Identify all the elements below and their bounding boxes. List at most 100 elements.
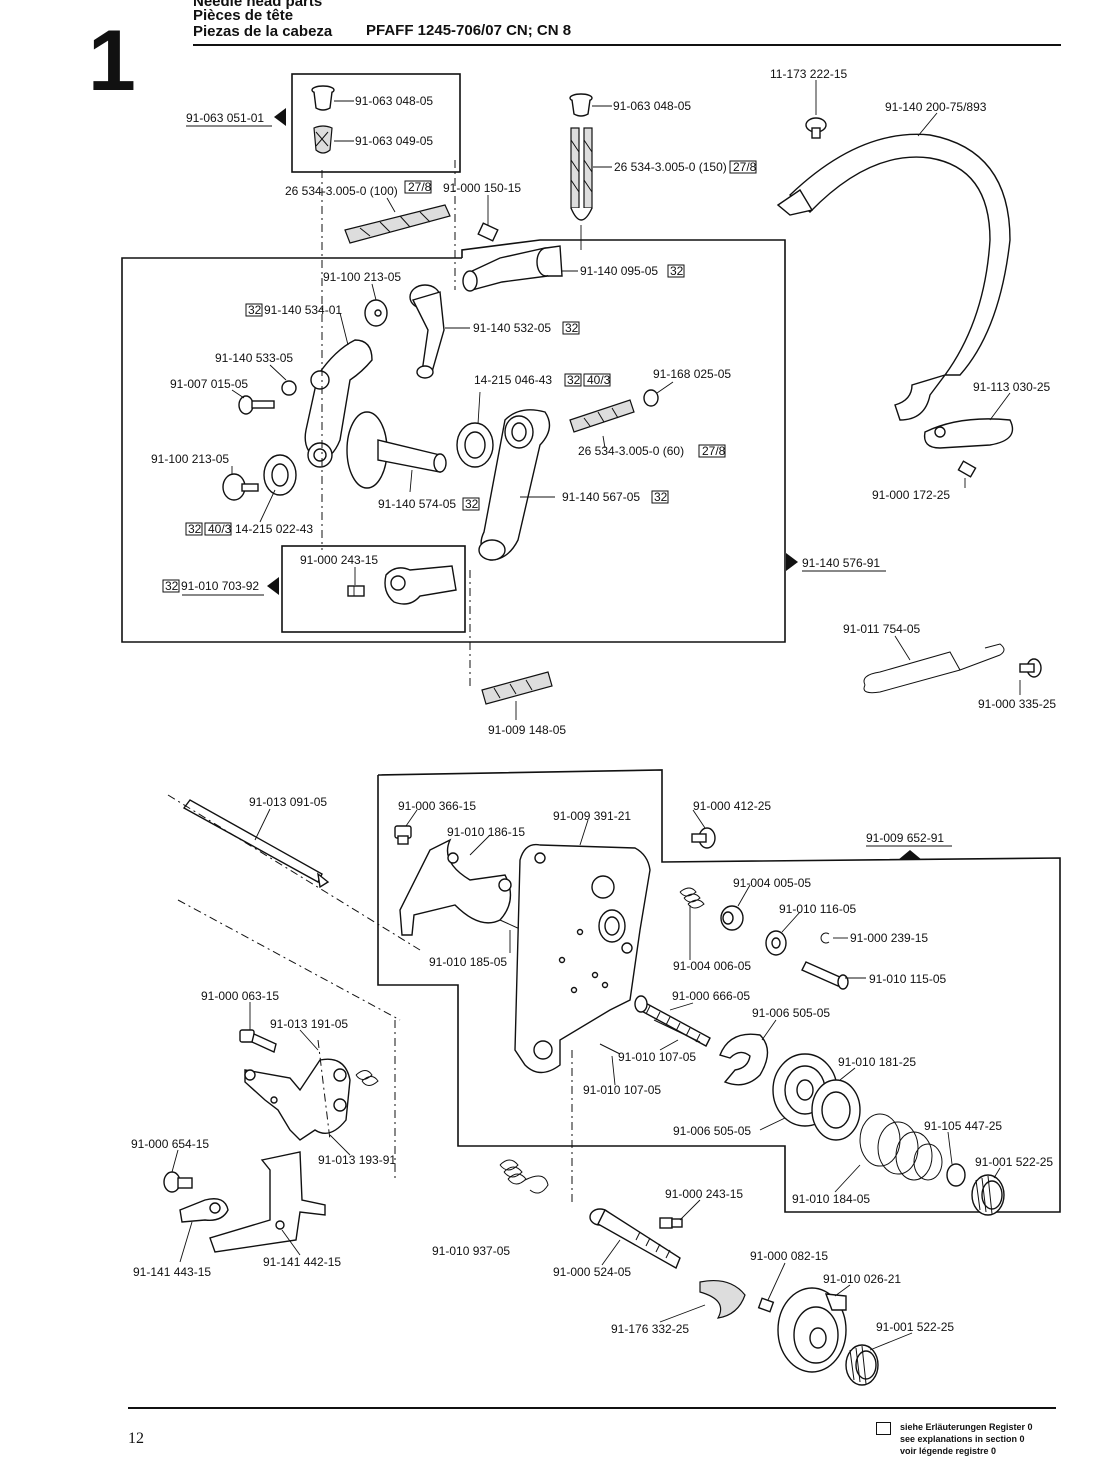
section-badge: 27/8	[698, 444, 726, 458]
section-badge: 40/3	[204, 522, 232, 536]
part-label: 91-000 366-15	[398, 799, 476, 813]
part-label: 91-010 184-05	[792, 1192, 870, 1206]
part-label: 91-010 937-05	[432, 1244, 510, 1258]
base-plate-part	[514, 843, 651, 1074]
bushing-part	[311, 85, 335, 111]
needle-bar-clamp-part	[384, 565, 457, 605]
section-badge: 32	[667, 264, 685, 278]
tension-spring-part	[859, 1113, 943, 1181]
screw-part	[163, 1171, 193, 1193]
title-spanish: Piezas de la cabeza	[193, 23, 333, 40]
pin-part	[801, 961, 849, 990]
screw-part	[691, 827, 716, 849]
bracket-part	[244, 1058, 351, 1141]
shoulder-screw-part	[222, 473, 259, 501]
cup-part	[811, 1079, 861, 1141]
part-label: 91-140 095-05	[580, 264, 658, 278]
part-label: 14-215 022-43	[235, 522, 313, 536]
part-label: 91-000 243-15	[300, 553, 378, 567]
pointer-arrow	[898, 850, 922, 860]
part-label: 91-010 185-05	[429, 955, 507, 969]
part-label: 91-013 193-91	[318, 1153, 396, 1167]
shoulder-screw-part	[364, 299, 388, 327]
title-french: Pièces de tête	[193, 7, 294, 24]
felt-wick-part	[570, 127, 593, 221]
part-label: 91-007 015-05	[170, 377, 248, 391]
part-label: 91-168 025-05	[653, 367, 731, 381]
part-label: 91-140 567-05	[562, 490, 640, 504]
spring-part	[355, 1070, 379, 1086]
part-label: 91-013 191-05	[270, 1017, 348, 1031]
part-label: 91-000 654-15	[131, 1137, 209, 1151]
cap-part	[720, 905, 744, 931]
part-label: 91-105 447-25	[924, 1119, 1002, 1133]
felt-wick-part	[569, 399, 635, 433]
thread-disc-part	[777, 1287, 847, 1373]
lever-part	[399, 838, 512, 936]
washer-part	[765, 930, 787, 956]
svg-text:32: 32	[567, 373, 581, 387]
spring-part	[699, 1279, 746, 1319]
svg-text:27/8: 27/8	[733, 160, 757, 174]
part-label: 91-000 666-05	[672, 989, 750, 1003]
part-label: 91-010 026-21	[823, 1272, 901, 1286]
svg-text:40/3: 40/3	[208, 522, 232, 536]
washer-part	[281, 380, 297, 396]
part-label: 91-063 049-05	[355, 134, 433, 148]
rod-part	[182, 799, 330, 889]
legend-box-icon	[876, 1422, 891, 1435]
header-rule	[193, 44, 1061, 46]
pointer-arrow	[786, 553, 798, 571]
section-badge: 32	[564, 373, 582, 387]
svg-text:32: 32	[565, 321, 579, 335]
part-label: 91-063 048-05	[355, 94, 433, 108]
part-label: 91-009 652-91	[866, 831, 944, 845]
part-label: 91-000 239-15	[850, 931, 928, 945]
wire-guide-part	[863, 643, 1005, 694]
part-label: 91-140 533-05	[215, 351, 293, 365]
part-label: 91-000 335-25	[978, 697, 1056, 711]
part-label: 91-000 082-15	[750, 1249, 828, 1263]
part-label: 91-176 332-25	[611, 1322, 689, 1336]
part-label: 91-140 574-05	[378, 497, 456, 511]
section-badge: 32	[562, 321, 580, 335]
needle-bar-box	[281, 545, 466, 633]
pin-part	[599, 1043, 621, 1055]
part-label: 91-100 213-05	[151, 452, 229, 466]
part-label: 91-004 005-05	[733, 876, 811, 890]
screw-part	[757, 1297, 775, 1313]
part-label: 91-006 505-05	[673, 1124, 751, 1138]
part-label: 91-010 107-05	[583, 1083, 661, 1097]
svg-text:32: 32	[188, 522, 202, 536]
connecting-link-part	[409, 284, 445, 379]
screw-part	[659, 1217, 683, 1229]
part-label: 26 534-3.005-0 (100)	[285, 184, 398, 198]
part-label: 91-113 030-25	[973, 380, 1051, 394]
screw-part	[805, 117, 827, 139]
legend-french: voir légende registre 0	[900, 1446, 997, 1456]
needle-bearing-part	[263, 454, 297, 496]
washer-part	[946, 1163, 966, 1187]
part-label: 91-009 148-05	[488, 723, 566, 737]
section-badge: 32	[245, 303, 263, 317]
felt-wick-part	[481, 671, 553, 705]
part-label: 26 534-3.005-0 (150)	[614, 160, 727, 174]
eccentric-shaft-part	[346, 411, 447, 489]
page-number: 12	[128, 1430, 144, 1447]
part-label: 91-063 051-01	[186, 111, 264, 125]
pin-part	[653, 1019, 701, 1043]
footer-rule	[128, 1407, 1056, 1409]
part-label: 11-173 222-15	[770, 67, 848, 81]
spring-clip-part	[923, 418, 1014, 449]
svg-text:40/3: 40/3	[587, 373, 611, 387]
svg-text:32: 32	[654, 490, 668, 504]
part-label: 91-140 534-01	[264, 303, 342, 317]
svg-text:32: 32	[465, 497, 479, 511]
pointer-arrow	[267, 577, 279, 595]
svg-text:32: 32	[248, 303, 262, 317]
section-badge: 27/8	[404, 180, 432, 194]
part-label: 91-140 576-91	[802, 556, 880, 570]
set-screw-part	[477, 222, 499, 242]
section-badge: 32	[651, 490, 669, 504]
